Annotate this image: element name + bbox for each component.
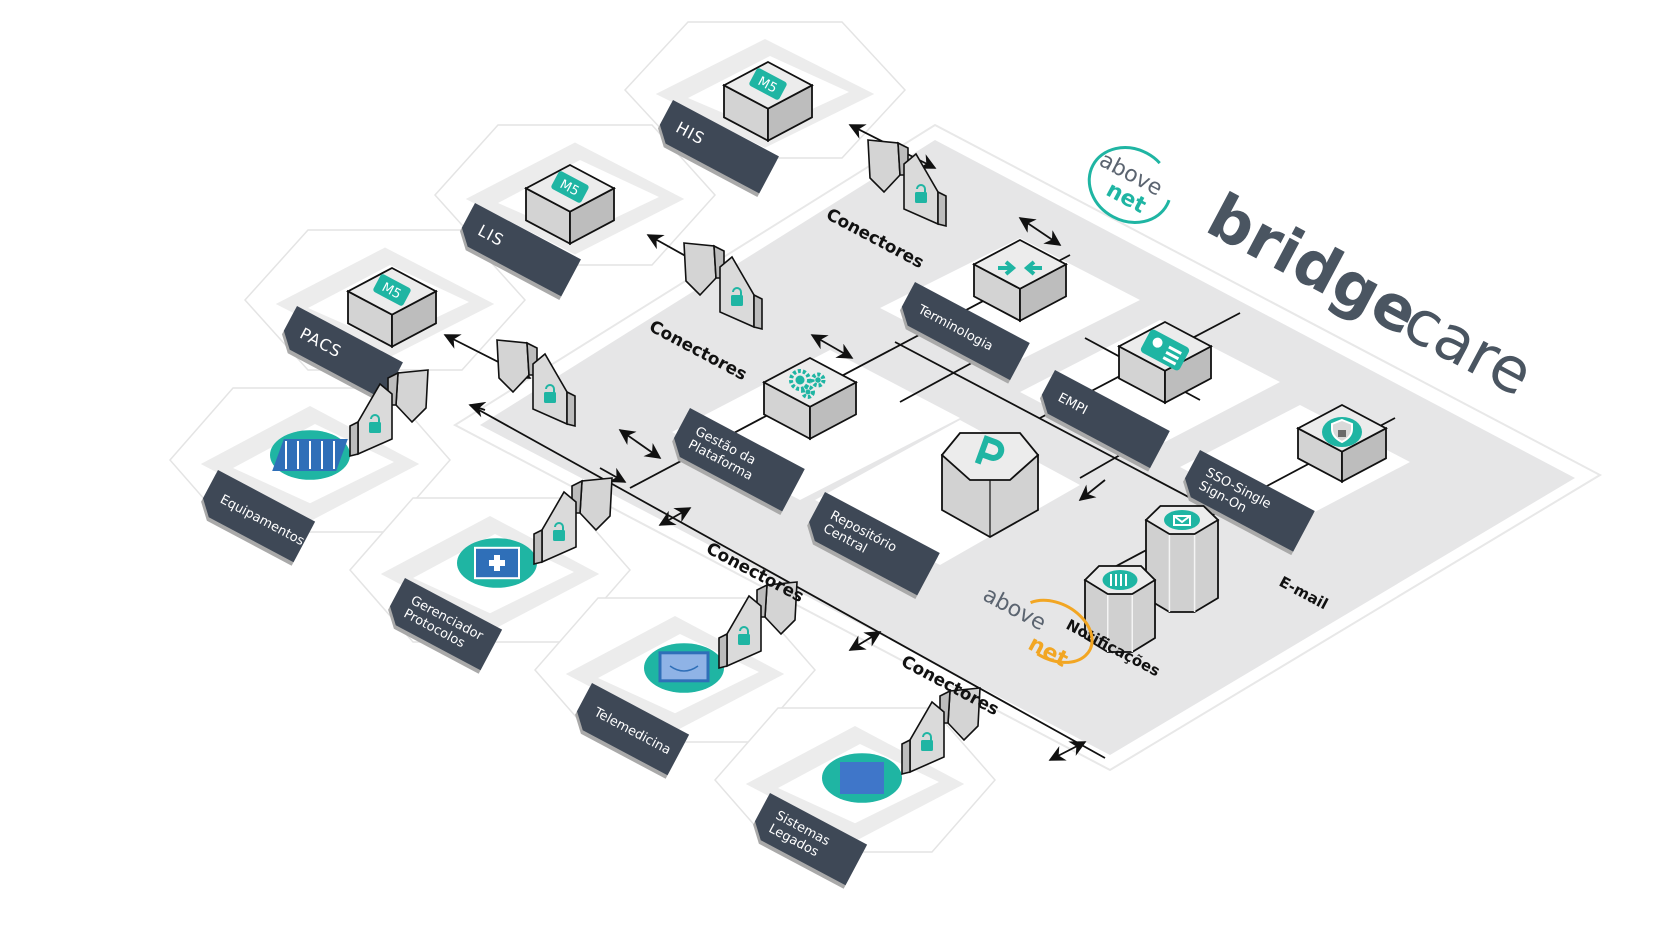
gears-icon <box>789 369 826 399</box>
gw-equipamentos[interactable] <box>349 369 429 458</box>
lock-icon <box>731 287 743 306</box>
node-repositorio[interactable] <box>940 432 1040 539</box>
label-lis: LIS <box>459 203 581 300</box>
lock-icon <box>921 732 933 751</box>
gw-legados[interactable] <box>901 687 981 776</box>
legacy-square-icon <box>822 753 902 803</box>
envelope-icon <box>1164 510 1200 530</box>
abovenet-logo-top: above net <box>1087 146 1173 224</box>
gw-gerenciador[interactable] <box>533 477 613 566</box>
shield-lock-icon <box>1322 417 1362 447</box>
merge-arrows-icon <box>998 260 1042 276</box>
lock-icon <box>738 626 750 645</box>
m5-badge-icon: M5 <box>373 274 411 306</box>
gw-telemedicina[interactable] <box>718 581 798 670</box>
monitor-icon <box>644 643 724 693</box>
label-empi: EMPI <box>1039 370 1170 472</box>
node-notificacoes[interactable] <box>1083 565 1157 653</box>
connector-gateways <box>349 139 981 776</box>
notification-lines-icon <box>1102 570 1138 590</box>
parking-p-icon <box>974 435 1005 465</box>
lock-icon <box>915 184 927 203</box>
gw-his[interactable] <box>867 139 947 228</box>
label-pacs: PACS <box>281 306 403 403</box>
gw-lis[interactable] <box>683 242 763 331</box>
lock-icon <box>369 414 381 433</box>
id-card-icon <box>1140 329 1190 371</box>
m5-badge-icon: M5 <box>551 171 589 203</box>
lock-icon <box>544 384 556 403</box>
circuit-board-icon <box>270 430 350 480</box>
medical-chip-icon <box>457 538 537 588</box>
m5-badge-icon: M5 <box>749 68 787 100</box>
node-terminologia[interactable] <box>972 238 1068 323</box>
gw-pacs[interactable] <box>496 339 576 428</box>
lock-icon <box>553 522 565 541</box>
label-telemedicina: Telemedicina <box>575 683 690 779</box>
label-terminologia: Terminologia <box>899 282 1030 384</box>
diagram-nodes: HISM5LISM5PACSM5EquipamentosGerenciadorP… <box>201 60 1388 889</box>
node-email[interactable] <box>1144 505 1220 613</box>
label-his: HIS <box>657 100 779 197</box>
